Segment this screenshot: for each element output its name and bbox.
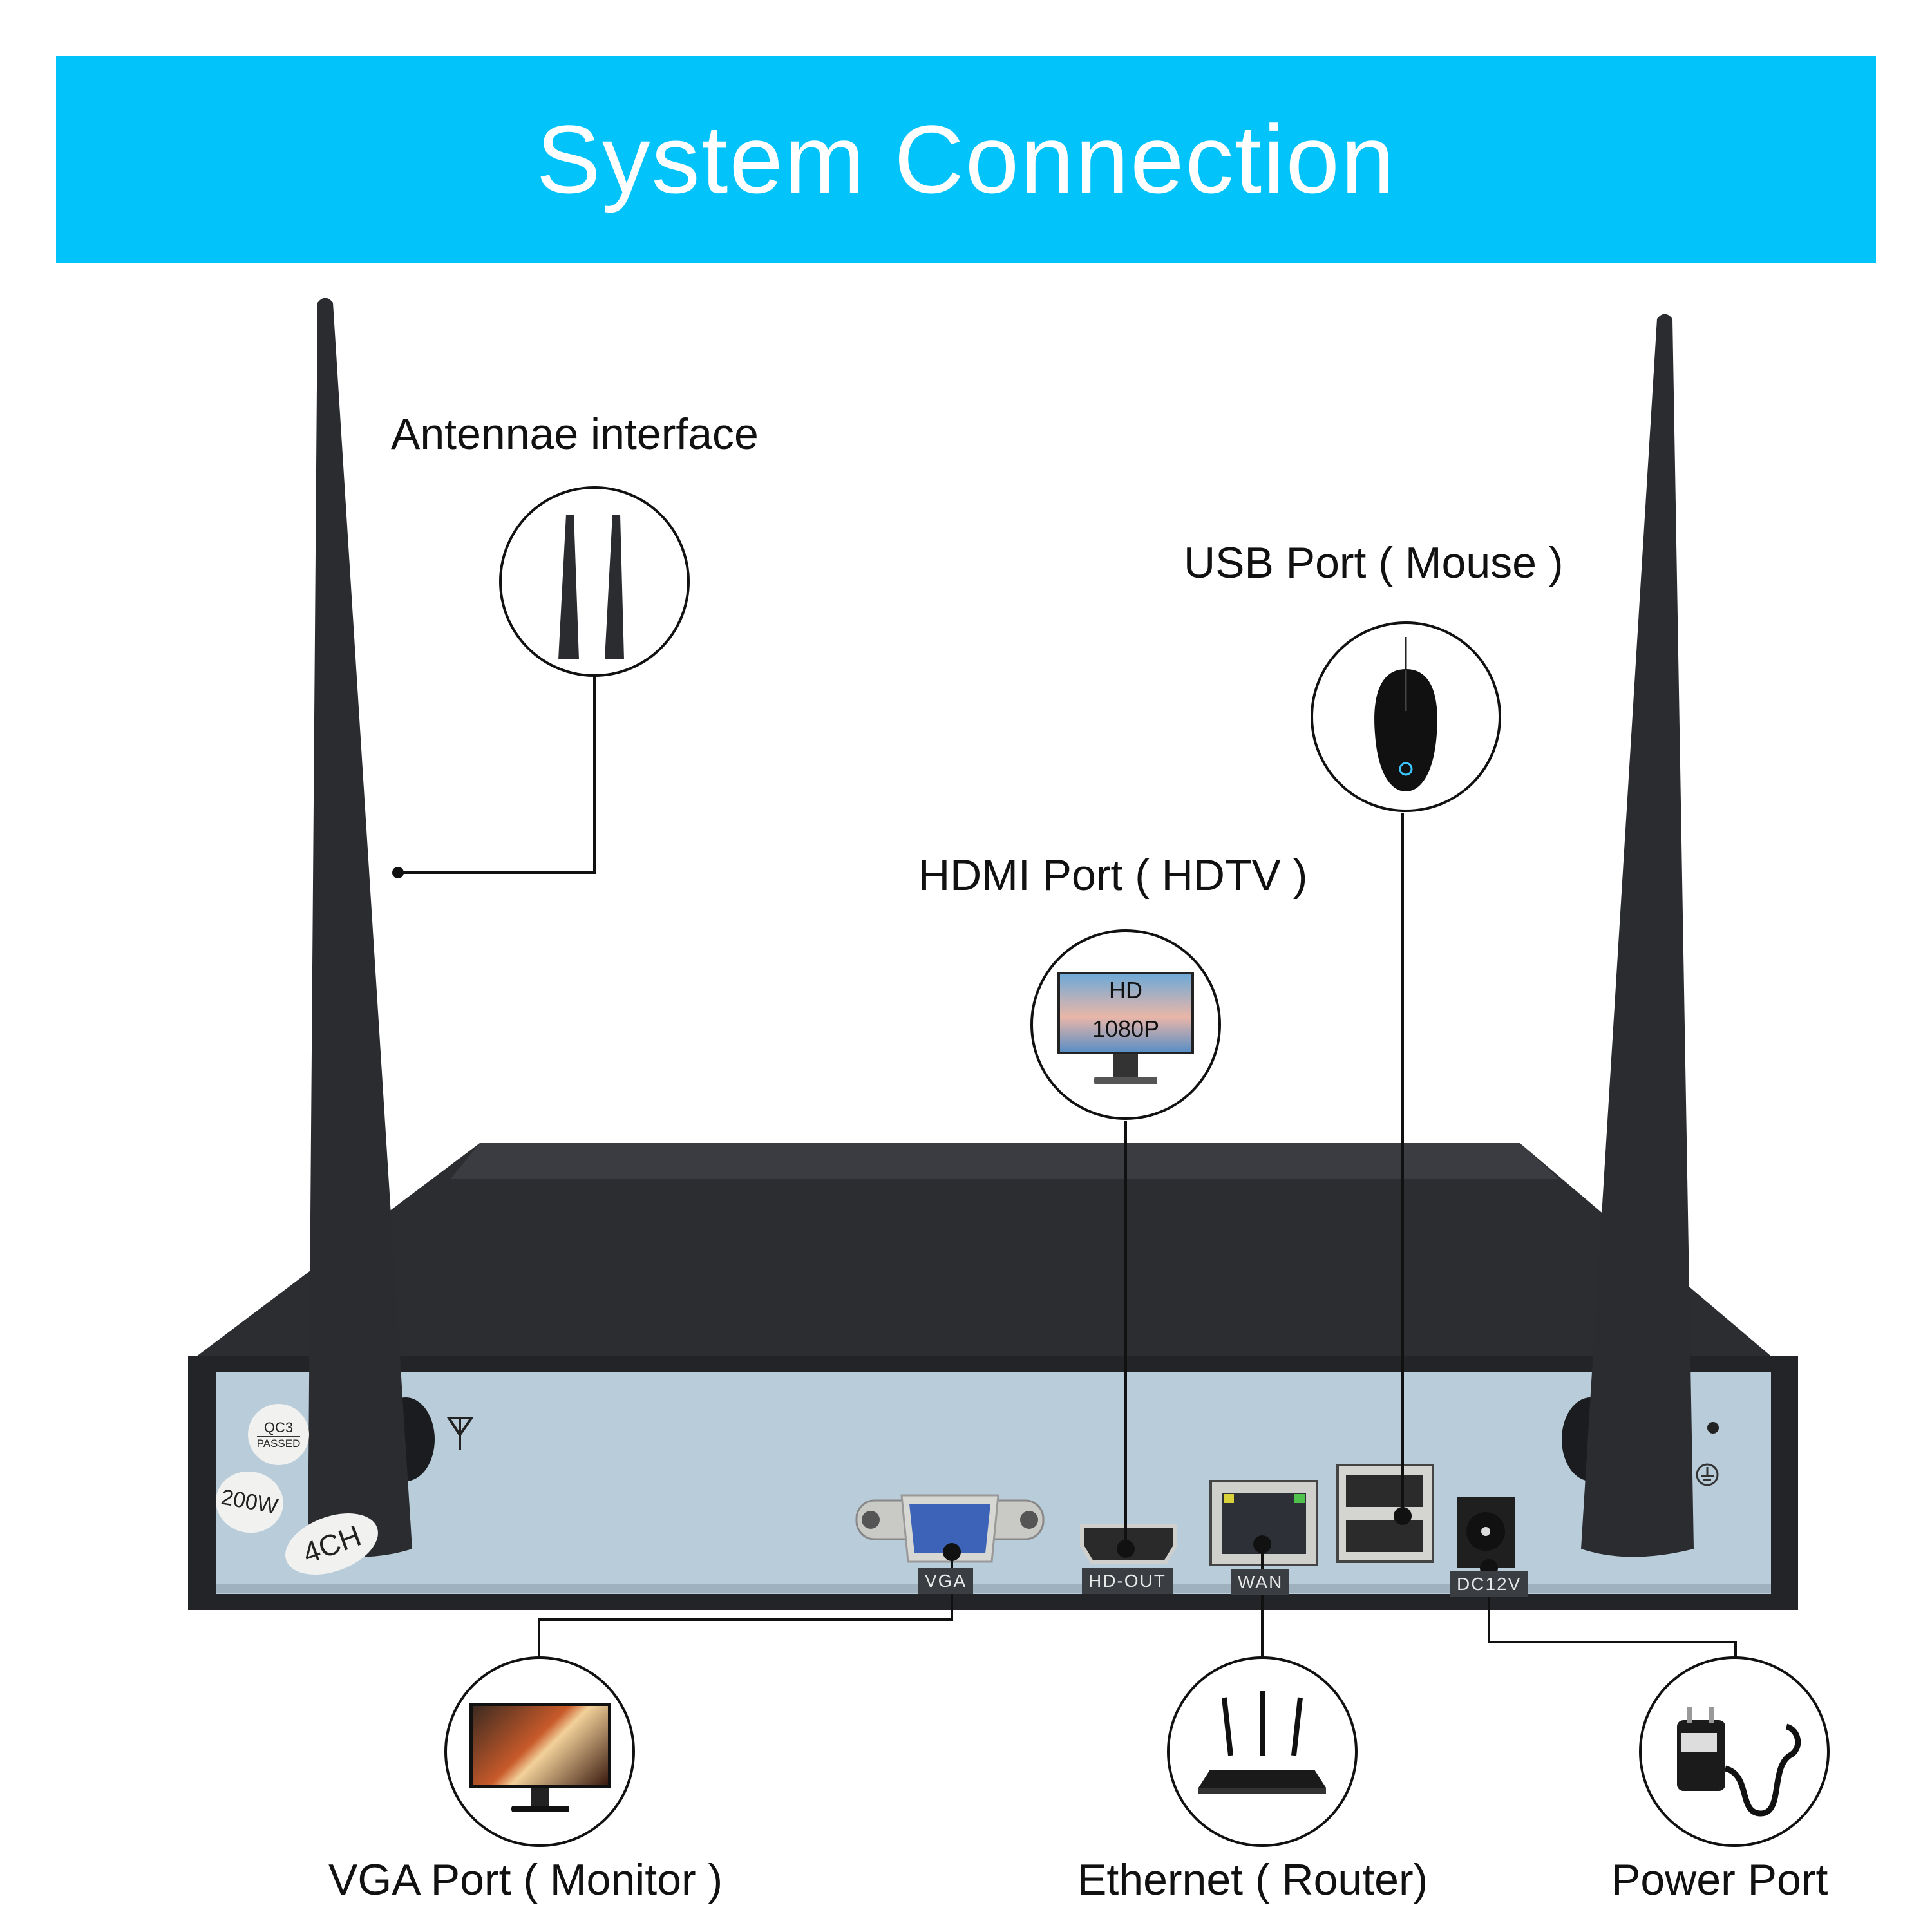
dc-power-jack <box>1457 1497 1515 1568</box>
vga-label: VGA Port ( Monitor ) <box>328 1855 723 1904</box>
ethernet-callout <box>1167 1656 1358 1847</box>
ethernet-label: Ethernet ( Router) <box>1077 1855 1428 1904</box>
antenna-left <box>308 298 412 1557</box>
router-icon <box>1198 1691 1326 1794</box>
vga-callout <box>444 1656 635 1847</box>
power-adapter-icon <box>1677 1707 1801 1817</box>
antennae-callout <box>499 486 690 677</box>
antenna-symbol-icon <box>446 1417 474 1450</box>
power-connector <box>1488 1568 1737 1658</box>
hdmi-label: HDMI Port ( HDTV ) <box>918 851 1308 900</box>
title-banner: System Connection <box>56 56 1876 263</box>
usb-label: USB Port ( Mouse ) <box>1184 538 1564 587</box>
nvr-top-highlight <box>451 1143 1558 1179</box>
channel-text: 4CH <box>298 1518 366 1570</box>
nvr-back-panel <box>216 1372 1771 1594</box>
monitor-screen-line1: HD <box>1109 977 1142 1003</box>
power-label: Power Port <box>1611 1855 1828 1904</box>
usb-callout <box>1311 621 1501 812</box>
port-label-wan: WAN <box>1231 1569 1290 1595</box>
connector-dots <box>392 867 1498 1577</box>
port-label-hdmi: HD-OUT <box>1082 1568 1173 1594</box>
monitor-screen-line2: 1080P <box>1092 1016 1160 1042</box>
port-label-vga: VGA <box>918 1568 974 1594</box>
hdmi-callout: HD 1080P <box>1030 929 1221 1120</box>
qc-sticker-top: QC3 <box>263 1419 294 1435</box>
port-label-dc: DC12V <box>1450 1571 1528 1597</box>
antenna-right <box>1581 314 1694 1557</box>
antennae-label: Antennae interface <box>391 410 759 459</box>
power-rating-text: 200W <box>219 1484 280 1519</box>
usb-ports <box>1336 1464 1434 1563</box>
monitor-icon <box>469 1703 611 1788</box>
page-title: System Connection <box>536 105 1396 213</box>
vga-port <box>855 1494 1045 1563</box>
mouse-icon <box>1374 637 1437 791</box>
nvr-top-panel <box>193 1143 1774 1359</box>
hd-monitor-icon: HD 1080P <box>1057 972 1194 1054</box>
ethernet-port <box>1209 1480 1318 1566</box>
qc-sticker: QC3 PASSED <box>248 1404 309 1465</box>
antennae-connector <box>398 676 596 874</box>
status-led <box>1707 1422 1719 1434</box>
antenna-pair-icon <box>558 515 624 659</box>
ground-icon <box>1696 1463 1719 1486</box>
qc-sticker-bottom: PASSED <box>256 1435 301 1450</box>
power-callout <box>1639 1656 1830 1847</box>
